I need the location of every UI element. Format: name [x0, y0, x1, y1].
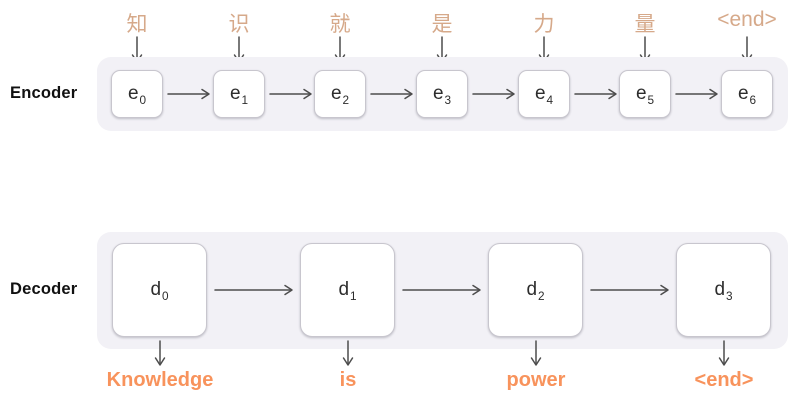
encoder-cell: e0 [111, 70, 163, 118]
decoder-cell: d2 [488, 243, 583, 337]
arrow-right-icon [402, 284, 482, 296]
decoder-output-token: power [506, 369, 566, 391]
encoder-cell: e2 [314, 70, 366, 118]
decoder-cell: d0 [112, 243, 207, 337]
arrow-right-icon [675, 88, 719, 100]
decoder-label: Decoder [10, 280, 78, 298]
decoder-cell-label: d1 [338, 279, 357, 303]
encoder-cell: e4 [518, 70, 570, 118]
encoder-input-token: 就 [329, 13, 351, 36]
arrow-down-icon [154, 340, 166, 367]
encoder-input-token: 知 [126, 13, 148, 36]
encoder-cell-label: e5 [635, 83, 655, 107]
encoder-cell: e5 [619, 70, 671, 118]
encoder-cell-label: e2 [330, 83, 350, 107]
arrow-right-icon [590, 284, 670, 296]
encoder-input-token: 是 [431, 13, 453, 36]
arrow-down-icon [530, 340, 542, 367]
arrow-right-icon [574, 88, 618, 100]
encoder-input-token: <end> [717, 8, 777, 31]
encoder-input-token: 量 [634, 13, 656, 36]
decoder-cell-label: d2 [526, 279, 545, 303]
encoder-label: Encoder [10, 84, 78, 102]
arrow-right-icon [472, 88, 516, 100]
decoder-cell-label: d3 [714, 279, 733, 303]
arrow-right-icon [167, 88, 211, 100]
encoder-cell: e6 [721, 70, 773, 118]
decoder-output-token: <end> [694, 369, 754, 391]
arrow-right-icon [214, 284, 294, 296]
encoder-cell-label: e3 [432, 83, 452, 107]
arrow-down-icon [718, 340, 730, 367]
encoder-cell-label: e0 [127, 83, 147, 107]
decoder-output-token: is [339, 369, 357, 391]
encoder-cell-label: e1 [229, 83, 249, 107]
encoder-input-token: 力 [533, 13, 555, 36]
arrow-right-icon [370, 88, 414, 100]
encoder-cell-label: e4 [534, 83, 554, 107]
decoder-cell-label: d0 [150, 279, 169, 303]
decoder-cell: d3 [676, 243, 771, 337]
decoder-cell: d1 [300, 243, 395, 337]
arrow-down-icon [342, 340, 354, 367]
encoder-cell-label: e6 [737, 83, 757, 107]
decoder-output-token: Knowledge [106, 369, 214, 391]
encoder-cell: e3 [416, 70, 468, 118]
encoder-input-token: 识 [228, 13, 250, 36]
arrow-right-icon [269, 88, 313, 100]
encoder-cell: e1 [213, 70, 265, 118]
